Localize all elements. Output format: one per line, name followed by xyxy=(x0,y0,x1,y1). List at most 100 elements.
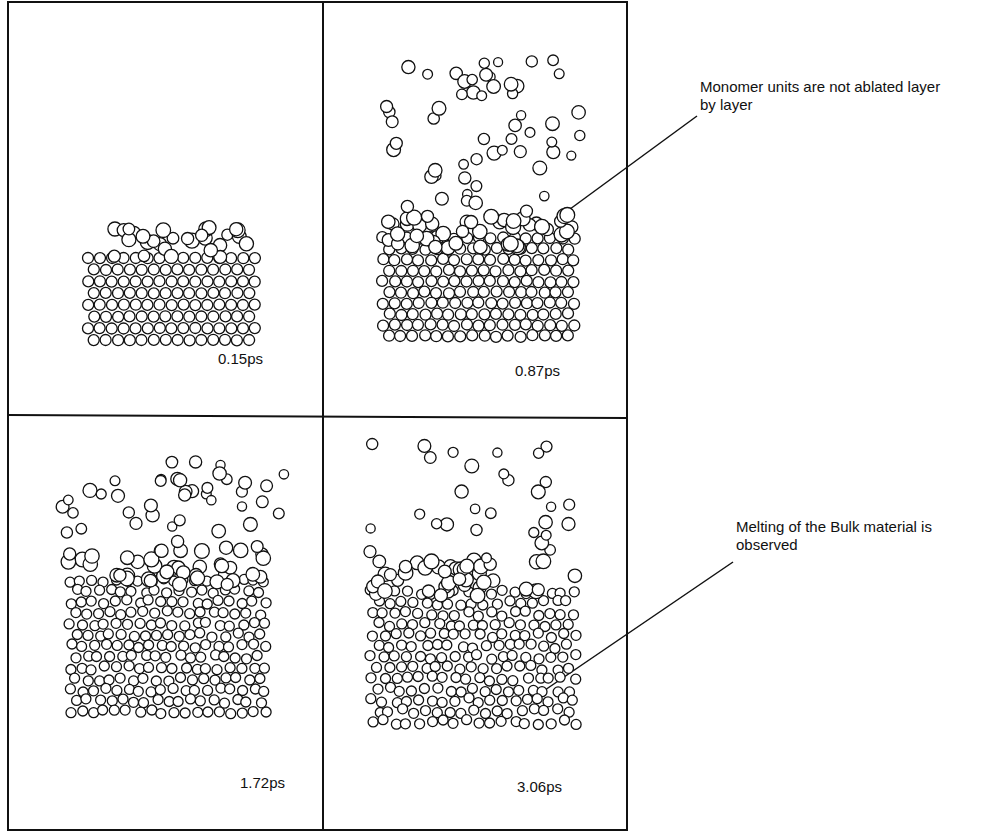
atom xyxy=(239,237,253,251)
atom xyxy=(563,308,574,319)
atom xyxy=(478,133,489,144)
atom xyxy=(408,265,419,276)
atom xyxy=(545,320,556,331)
atom xyxy=(230,653,240,663)
atom xyxy=(94,609,104,619)
atom xyxy=(178,597,188,607)
atom xyxy=(86,665,96,675)
atom xyxy=(95,585,105,595)
atom xyxy=(413,277,424,288)
atom xyxy=(396,596,406,606)
atom xyxy=(173,697,183,707)
atom xyxy=(423,641,433,651)
atom xyxy=(572,106,585,119)
atom xyxy=(239,476,252,489)
atom xyxy=(152,630,162,640)
atom xyxy=(130,517,142,529)
atom xyxy=(112,264,123,275)
atom xyxy=(87,575,97,585)
atom xyxy=(377,697,387,707)
atom xyxy=(450,696,460,706)
atom xyxy=(561,596,571,606)
atom xyxy=(244,288,255,299)
atom xyxy=(416,631,426,641)
atom xyxy=(415,719,425,729)
atom xyxy=(146,620,156,630)
atom xyxy=(567,695,577,705)
atom xyxy=(364,546,376,558)
atom xyxy=(85,549,99,563)
atom xyxy=(546,719,556,729)
atom xyxy=(550,308,561,319)
atom xyxy=(521,298,532,309)
atom xyxy=(527,309,538,320)
atom xyxy=(564,663,574,673)
atom xyxy=(123,223,135,235)
atom xyxy=(545,277,556,288)
atom xyxy=(516,287,527,298)
atom xyxy=(377,608,387,618)
atom xyxy=(124,335,135,346)
atom xyxy=(261,641,271,651)
atom xyxy=(108,250,120,262)
atom xyxy=(136,311,147,322)
atom xyxy=(254,588,264,598)
atom xyxy=(148,334,159,345)
atom xyxy=(485,718,495,728)
atom xyxy=(526,287,537,298)
atom xyxy=(155,544,168,557)
atom xyxy=(544,297,555,308)
atom xyxy=(428,164,442,178)
atom xyxy=(532,584,544,596)
atom xyxy=(199,674,209,684)
atom xyxy=(394,686,404,696)
atom xyxy=(449,236,463,250)
atom xyxy=(244,518,258,532)
leader-line xyxy=(566,116,697,212)
atom xyxy=(259,686,269,696)
atom xyxy=(481,641,491,651)
atom xyxy=(226,299,237,310)
atom xyxy=(422,585,434,597)
atom xyxy=(442,640,452,650)
atom xyxy=(208,311,219,322)
atom xyxy=(195,696,205,706)
atom xyxy=(438,565,451,578)
atom xyxy=(201,640,211,650)
atom xyxy=(148,288,159,299)
atom xyxy=(546,255,557,266)
atom xyxy=(126,650,136,660)
atom xyxy=(478,265,489,276)
atom xyxy=(144,640,154,650)
atom xyxy=(144,574,157,587)
atom xyxy=(508,676,518,686)
atom xyxy=(185,630,195,640)
atom xyxy=(95,253,106,264)
atom xyxy=(471,181,482,192)
atom xyxy=(525,127,535,137)
atom xyxy=(562,287,573,298)
atom xyxy=(487,607,497,617)
atom xyxy=(505,596,515,606)
atom xyxy=(213,595,223,605)
atom xyxy=(81,694,91,704)
atom xyxy=(527,330,538,341)
atom xyxy=(546,117,560,131)
atom xyxy=(492,664,502,674)
atom xyxy=(109,705,119,715)
atom xyxy=(202,276,213,287)
atom xyxy=(408,661,418,671)
panel-divider xyxy=(8,415,627,418)
atom xyxy=(138,606,148,616)
atom xyxy=(259,663,269,673)
atom xyxy=(208,334,219,345)
atom xyxy=(372,662,382,672)
atom xyxy=(368,717,378,727)
atom xyxy=(503,265,514,276)
atom xyxy=(124,264,135,275)
atom xyxy=(490,308,501,319)
atom xyxy=(190,571,204,585)
atom xyxy=(102,639,112,649)
atom xyxy=(118,694,128,704)
atom xyxy=(231,223,246,238)
